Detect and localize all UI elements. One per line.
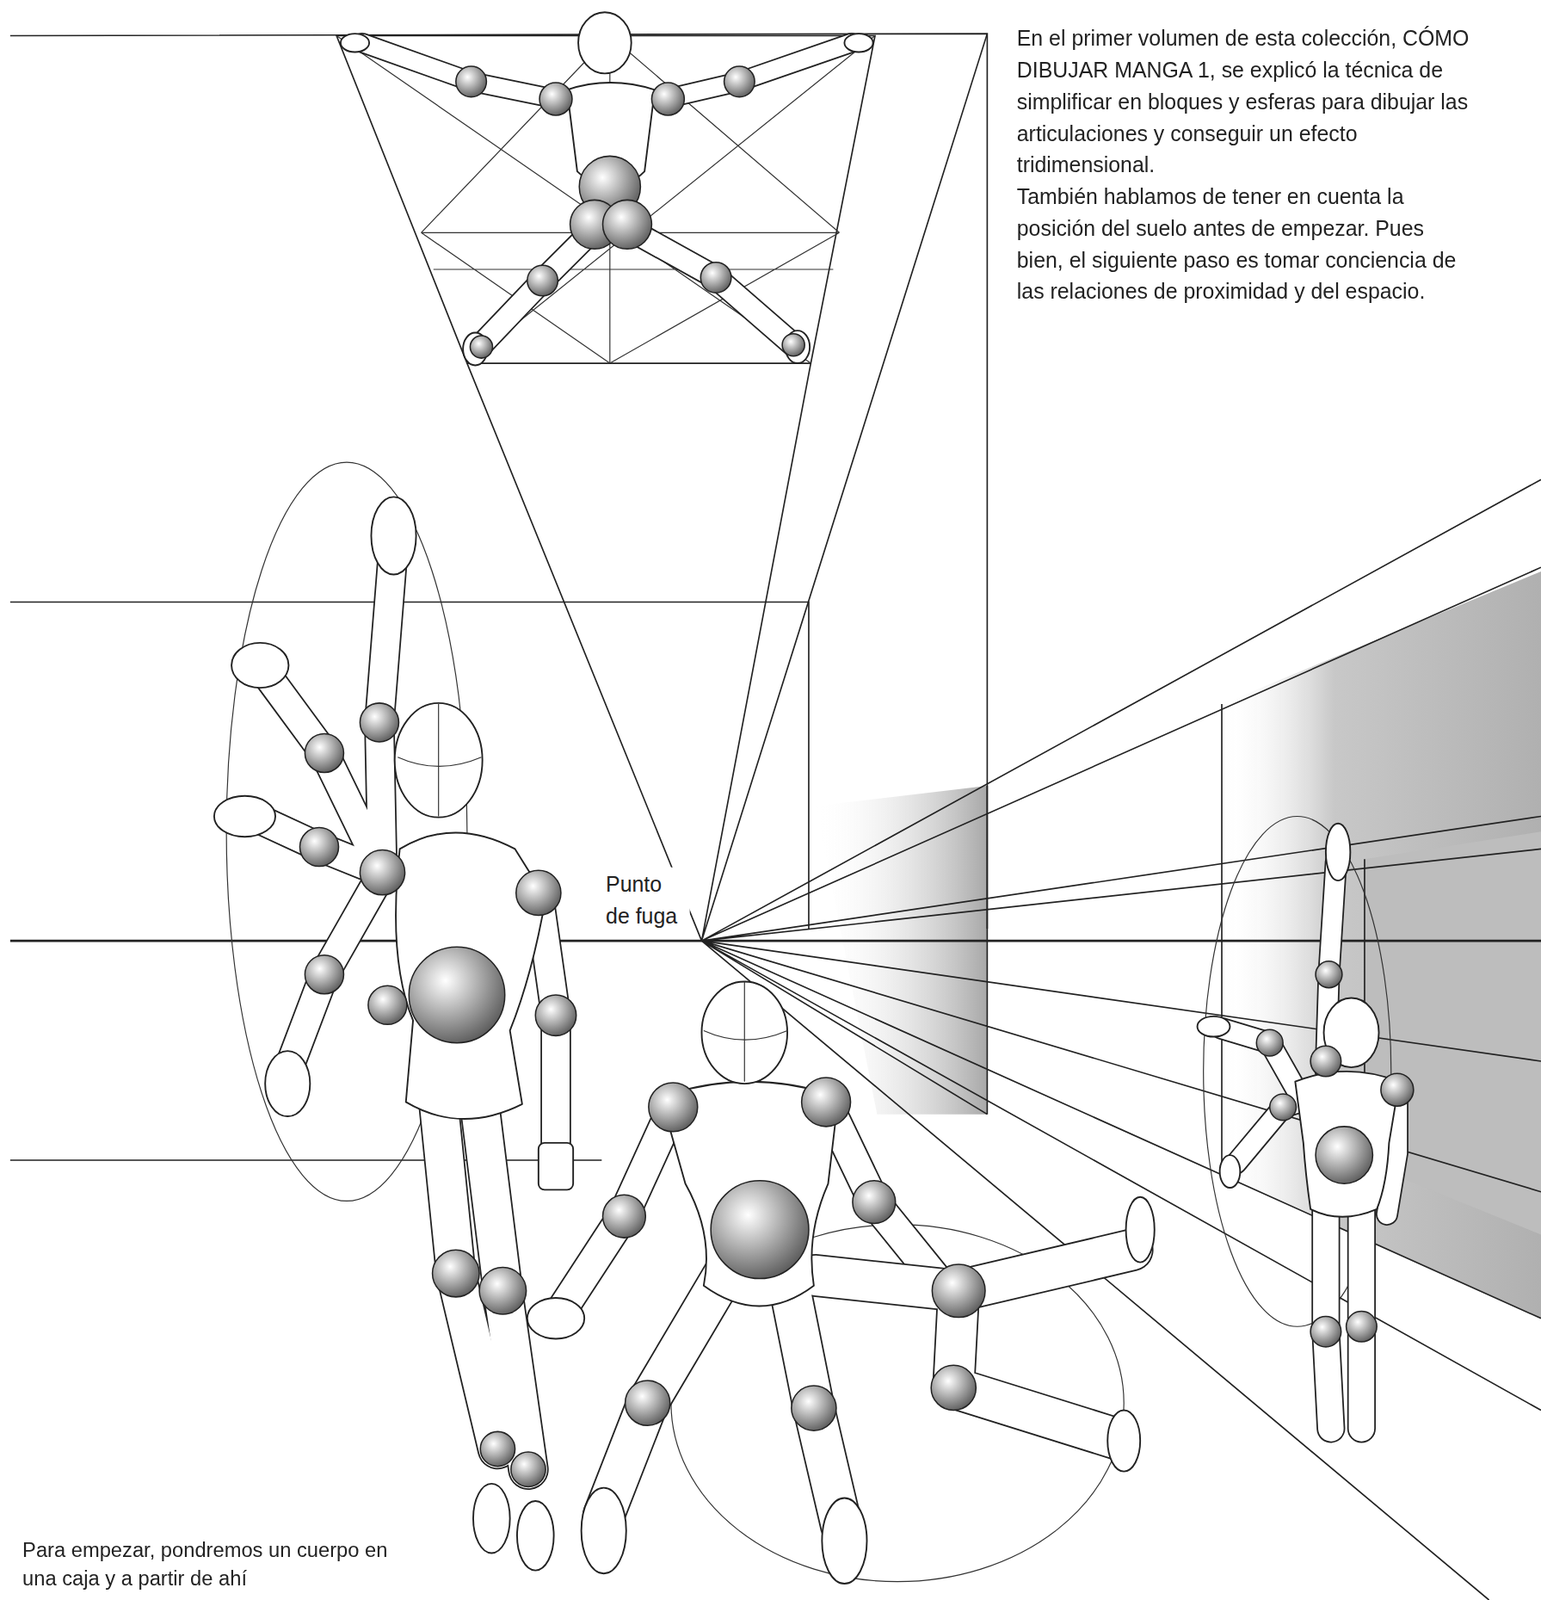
figure-walking-part: [1325, 1193, 1362, 1429]
figure-top-view-part: [724, 66, 756, 98]
figure-standing-part: [517, 1500, 555, 1571]
figure-top-view-part: [578, 12, 632, 74]
figure-sitting-part: [1126, 1196, 1155, 1263]
figure-walking-part: [1220, 1154, 1241, 1188]
figure-sitting-part: [801, 1077, 851, 1127]
figure-sitting-part: [852, 1180, 896, 1224]
figure-top-view: [340, 12, 874, 365]
wall-shading-part: [815, 785, 987, 1115]
figure-top-view-part: [539, 82, 573, 116]
figure-walking-part: [1315, 961, 1343, 988]
figure-top-view-part: [782, 333, 805, 357]
figure-standing-part: [408, 946, 505, 1042]
figure-standing-part: [516, 869, 561, 915]
figure-standing-part: [299, 827, 339, 867]
figure-sitting-part: [791, 1385, 837, 1431]
figure-sitting-part: [710, 1180, 809, 1279]
figure-standing-part: [370, 496, 416, 574]
figure-standing-part: [432, 1249, 481, 1297]
figure-standing-part: [480, 1430, 515, 1466]
figure-top-view-part: [603, 199, 653, 249]
figure-standing-part: [231, 642, 289, 688]
figure-standing-part: [394, 702, 483, 818]
body-text: Para empezar, pondremos un cuerpo en una…: [22, 1534, 415, 1592]
perspective-lines-part: [336, 35, 876, 364]
figure-standing-part: [265, 1050, 310, 1116]
perspective-lines: [10, 33, 1541, 1600]
figure-standing-part: [397, 703, 481, 816]
perspective-lines-part: [10, 33, 988, 929]
figure-sitting-part: [931, 1263, 986, 1318]
perspective-lines-part: [10, 939, 1541, 943]
perspective-lines-part: [336, 35, 876, 364]
figure-sitting-part: [648, 1082, 698, 1132]
figure-walking-part: [1310, 1045, 1342, 1077]
figure-standing-part: [511, 1451, 546, 1486]
figure-sitting-part: [581, 1487, 627, 1574]
figure-standing-part: [252, 555, 556, 1158]
figure-standing-part: [535, 994, 576, 1036]
figure-sitting-part: [703, 981, 788, 1082]
figure-standing-part: [479, 1267, 527, 1315]
figure-walking-part: [1346, 1310, 1378, 1342]
figure-standing: [214, 462, 577, 1571]
figure-walking-part: [1380, 1072, 1414, 1106]
figure-sitting-part: [625, 1380, 671, 1425]
perspective-lines-part: [467, 33, 988, 941]
figure-standing-part: [538, 1142, 574, 1190]
figure-walking-part: [1310, 1315, 1342, 1347]
figure-top-view-part: [527, 265, 559, 296]
figure-sitting-part: [1107, 1409, 1141, 1471]
figure-top-view-part: [651, 82, 685, 116]
figure-sitting-part: [930, 1364, 976, 1410]
perspective-lines-part: [10, 601, 809, 1160]
figure-sitting-part: [821, 1497, 867, 1584]
wall-shading: [815, 571, 1541, 1319]
figure-walking-part: [1256, 1029, 1283, 1056]
figure-sitting-part: [604, 1249, 1133, 1525]
figure-walking-part: [1325, 1193, 1362, 1429]
figure-top-view-part: [844, 33, 873, 52]
figure-top-view-part: [340, 33, 370, 52]
figure-sitting-part: [603, 1194, 647, 1238]
figure-standing-part: [252, 555, 556, 1158]
figure-walking-part: [1197, 1016, 1231, 1037]
figure-top-view-part: [700, 262, 732, 294]
figure-standing-part: [359, 850, 405, 895]
figure-sitting: [527, 981, 1155, 1584]
figure-walking: [1197, 815, 1414, 1428]
figure-sitting-part: [527, 1297, 585, 1338]
figure-sitting-part: [701, 981, 788, 1085]
figure-top-view-part: [469, 335, 493, 358]
figure-standing-part: [359, 702, 399, 742]
figure-standing-part: [368, 985, 407, 1024]
wall-shading-part: [1221, 571, 1541, 1319]
intro-text: También hablamos de tener en cuenta la p…: [1017, 180, 1471, 308]
figure-top-view-part: [456, 66, 487, 98]
figure-walking-part: [1325, 823, 1350, 881]
figure-standing-part: [304, 955, 344, 994]
figure-standing-part: [473, 1483, 511, 1554]
figure-walking-part: [1315, 1126, 1373, 1184]
intro-text: En el primer volumen de esta colección, …: [1017, 22, 1471, 181]
vanishing-point-label: Punto de fuga: [604, 867, 691, 933]
figure-standing-part: [214, 795, 276, 837]
figure-sitting-part: [604, 1249, 1133, 1525]
figure-standing-part: [304, 733, 344, 772]
figure-walking-part: [1269, 1093, 1297, 1121]
